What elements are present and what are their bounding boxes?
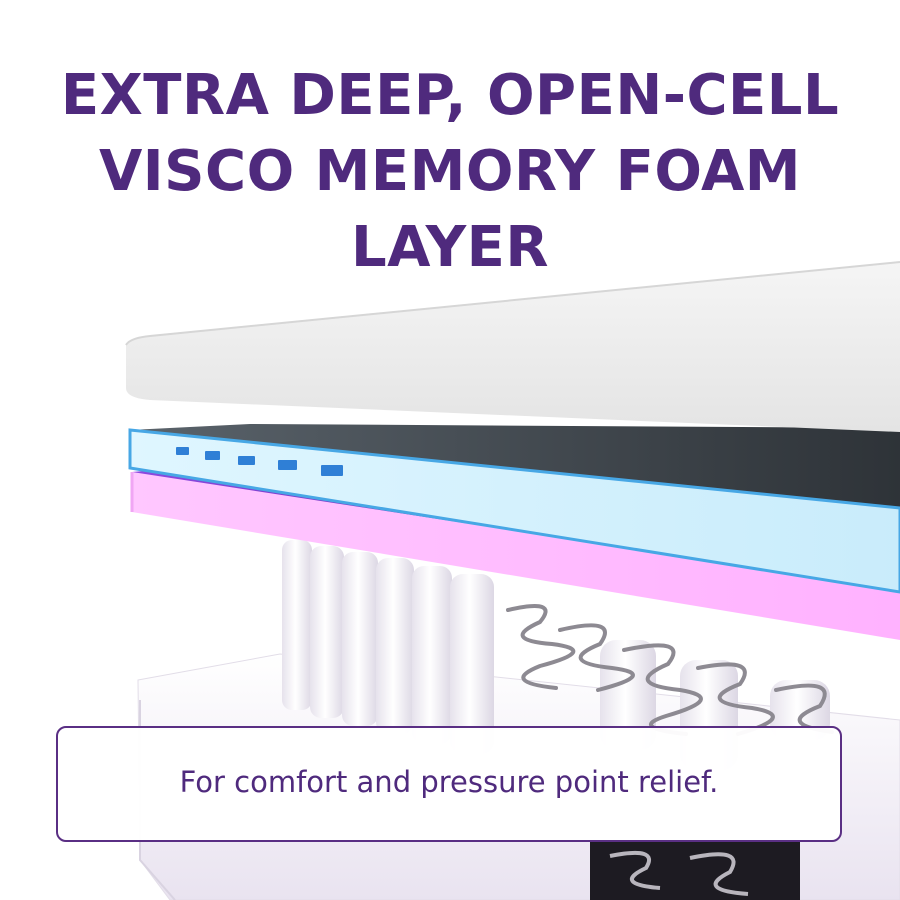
caption-text: For comfort and pressure point relief. bbox=[179, 765, 719, 799]
headline: EXTRA DEEP, OPEN-CELL VISCO MEMORY FOAM … bbox=[0, 58, 900, 286]
caption-box: For comfort and pressure point relief. bbox=[56, 726, 842, 842]
headline-line-1: EXTRA DEEP, OPEN-CELL bbox=[60, 63, 840, 128]
headline-line-2: VISCO MEMORY FOAM bbox=[98, 139, 802, 204]
pocket-springs bbox=[282, 540, 834, 900]
top-comfort-layer bbox=[125, 261, 900, 432]
spring-shadow bbox=[590, 842, 800, 900]
cooling-layer bbox=[128, 424, 900, 594]
cooling-vents bbox=[176, 447, 343, 476]
headline-line-3: LAYER bbox=[350, 215, 550, 280]
